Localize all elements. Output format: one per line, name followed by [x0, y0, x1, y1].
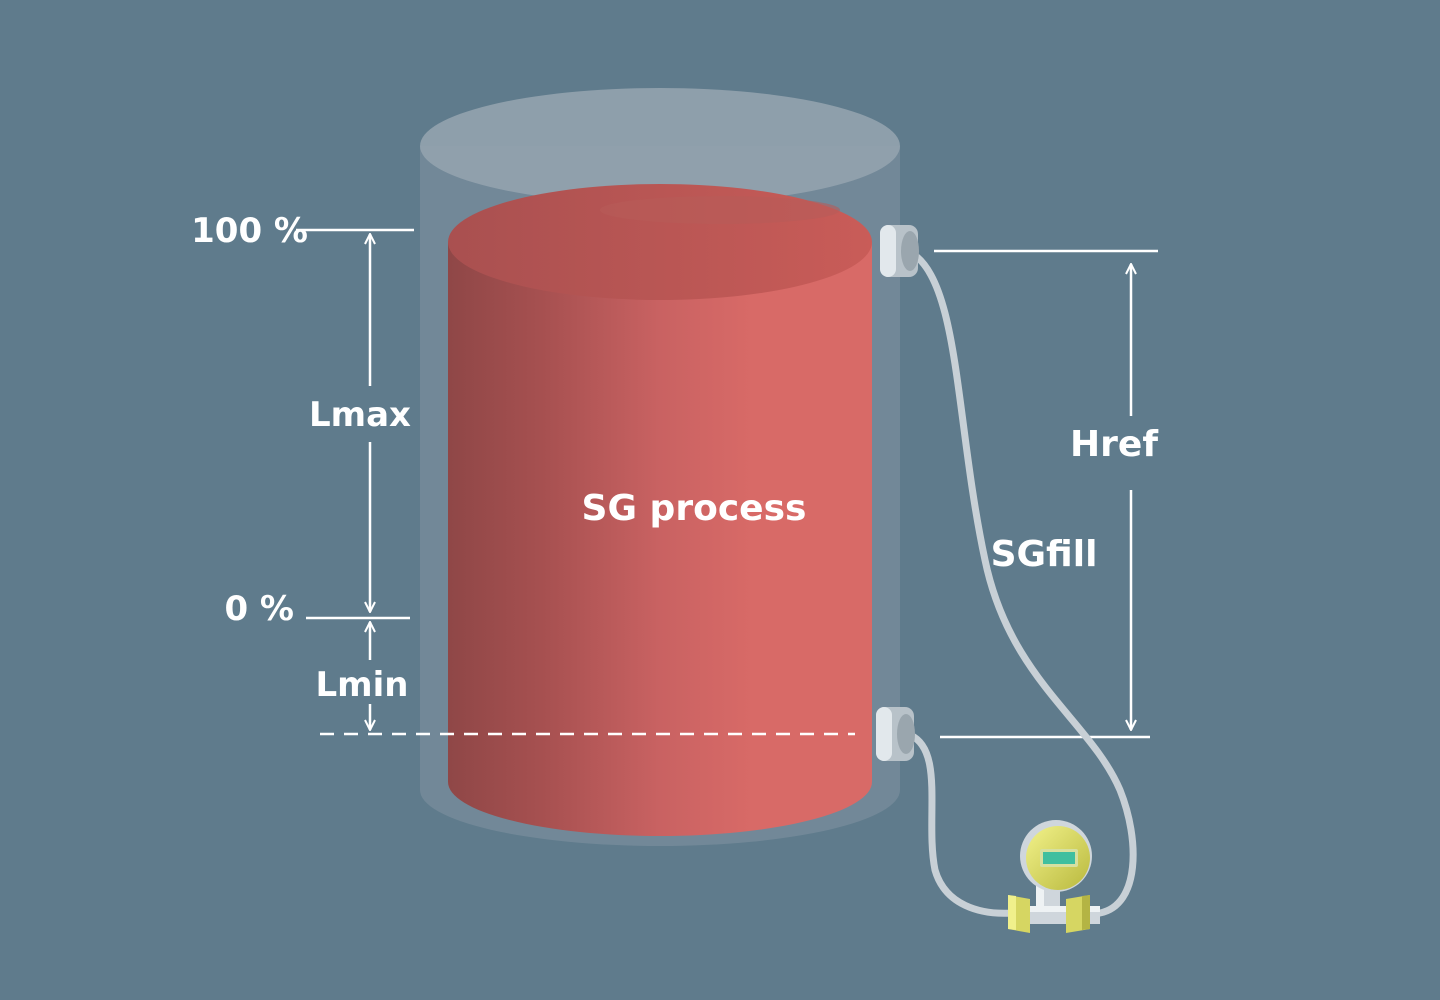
- process-liquid: [448, 184, 872, 836]
- lmax-label: Lmax: [309, 395, 411, 435]
- level-0-label: 0 %: [224, 589, 294, 629]
- fill-sg-label: SGfill: [991, 534, 1098, 575]
- href-label: Href: [1070, 424, 1158, 465]
- differential-pressure-transmitter-icon: [1008, 820, 1100, 933]
- level-100-label: 100 %: [191, 211, 308, 251]
- lmin-label: Lmin: [316, 665, 409, 705]
- process-sg-label: SG process: [582, 488, 807, 529]
- capillary-tubes: [906, 248, 1137, 917]
- flange-connector-icon: [876, 707, 915, 761]
- flange-connector-icon: [880, 225, 919, 277]
